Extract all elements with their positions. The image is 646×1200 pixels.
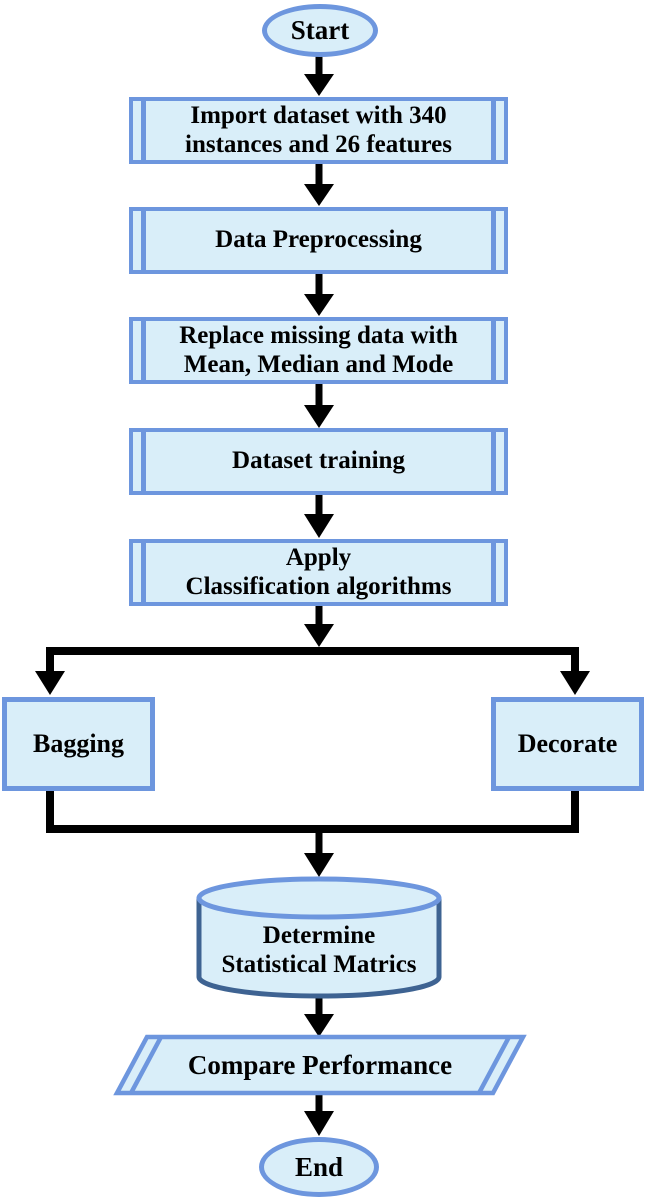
predefined-bar-left bbox=[141, 101, 146, 160]
arrowhead-merge-to-metrics bbox=[304, 853, 334, 877]
arrowhead-replace-to-training bbox=[304, 405, 334, 428]
node-apply-classification: Apply Classification algorithms bbox=[129, 539, 508, 606]
predefined-bar-right bbox=[491, 432, 496, 491]
node-end: End bbox=[259, 1137, 379, 1197]
node-apply-classification-label: Apply Classification algorithms bbox=[185, 544, 452, 600]
node-data-preprocessing: Data Preprocessing bbox=[129, 207, 508, 274]
node-replace-missing: Replace missing data with Mean, Median a… bbox=[129, 317, 508, 384]
arrowhead-preprocessing-to-replace bbox=[304, 294, 334, 316]
arrowhead-branch-to-bagging bbox=[35, 671, 65, 695]
merge-line bbox=[46, 789, 579, 833]
predefined-bar-right bbox=[491, 321, 496, 380]
node-compare-performance: Compare Performance bbox=[112, 1036, 528, 1094]
predefined-bar-right bbox=[491, 101, 496, 160]
cylinder-top bbox=[196, 876, 442, 920]
arrowhead-apply-to-branch bbox=[304, 624, 334, 647]
parallelogram-shape bbox=[113, 1034, 527, 1096]
node-determine-metrics: Determine Statistical Matrics bbox=[193, 908, 445, 992]
node-decorate: Decorate bbox=[491, 697, 644, 791]
node-determine-metrics-label: Determine Statistical Matrics bbox=[221, 922, 417, 978]
node-start-label: Start bbox=[290, 15, 350, 45]
predefined-bar-left bbox=[141, 321, 146, 380]
arrowhead-import-to-preprocessing bbox=[304, 184, 334, 206]
node-end-label: End bbox=[294, 1151, 344, 1182]
node-import-dataset-label: Import dataset with 340 instances and 26… bbox=[185, 102, 452, 158]
parallelogram-body bbox=[113, 1034, 527, 1096]
arrowhead-metrics-to-compare bbox=[304, 1014, 334, 1037]
node-bagging: Bagging bbox=[2, 697, 155, 791]
predefined-bar-right bbox=[491, 211, 496, 270]
cylinder-shape bbox=[196, 876, 442, 999]
node-compare-performance-label: Compare Performance bbox=[187, 1049, 453, 1080]
node-data-preprocessing-label: Data Preprocessing bbox=[215, 226, 422, 254]
predefined-bar-left bbox=[141, 432, 146, 491]
parallelogram-bar-left bbox=[129, 1035, 163, 1095]
cylinder-body bbox=[196, 898, 442, 999]
node-import-dataset: Import dataset with 340 instances and 26… bbox=[129, 97, 508, 164]
node-dataset-training: Dataset training bbox=[129, 428, 508, 495]
node-bagging-label: Bagging bbox=[32, 729, 125, 758]
node-replace-missing-label: Replace missing data with Mean, Median a… bbox=[179, 322, 458, 378]
node-start: Start bbox=[262, 4, 378, 57]
arrowhead-compare-to-end bbox=[304, 1111, 334, 1136]
arrowhead-training-to-apply bbox=[304, 514, 334, 538]
arrowhead-branch-to-decorate bbox=[560, 671, 590, 695]
parallelogram-bar-right bbox=[477, 1035, 511, 1095]
node-decorate-label: Decorate bbox=[517, 729, 618, 758]
predefined-bar-left bbox=[141, 211, 146, 270]
node-dataset-training-label: Dataset training bbox=[232, 447, 405, 475]
arrowhead-start-to-import bbox=[304, 74, 334, 96]
branch-split-line bbox=[46, 647, 579, 673]
predefined-bar-left bbox=[141, 543, 146, 602]
predefined-bar-right bbox=[491, 543, 496, 602]
